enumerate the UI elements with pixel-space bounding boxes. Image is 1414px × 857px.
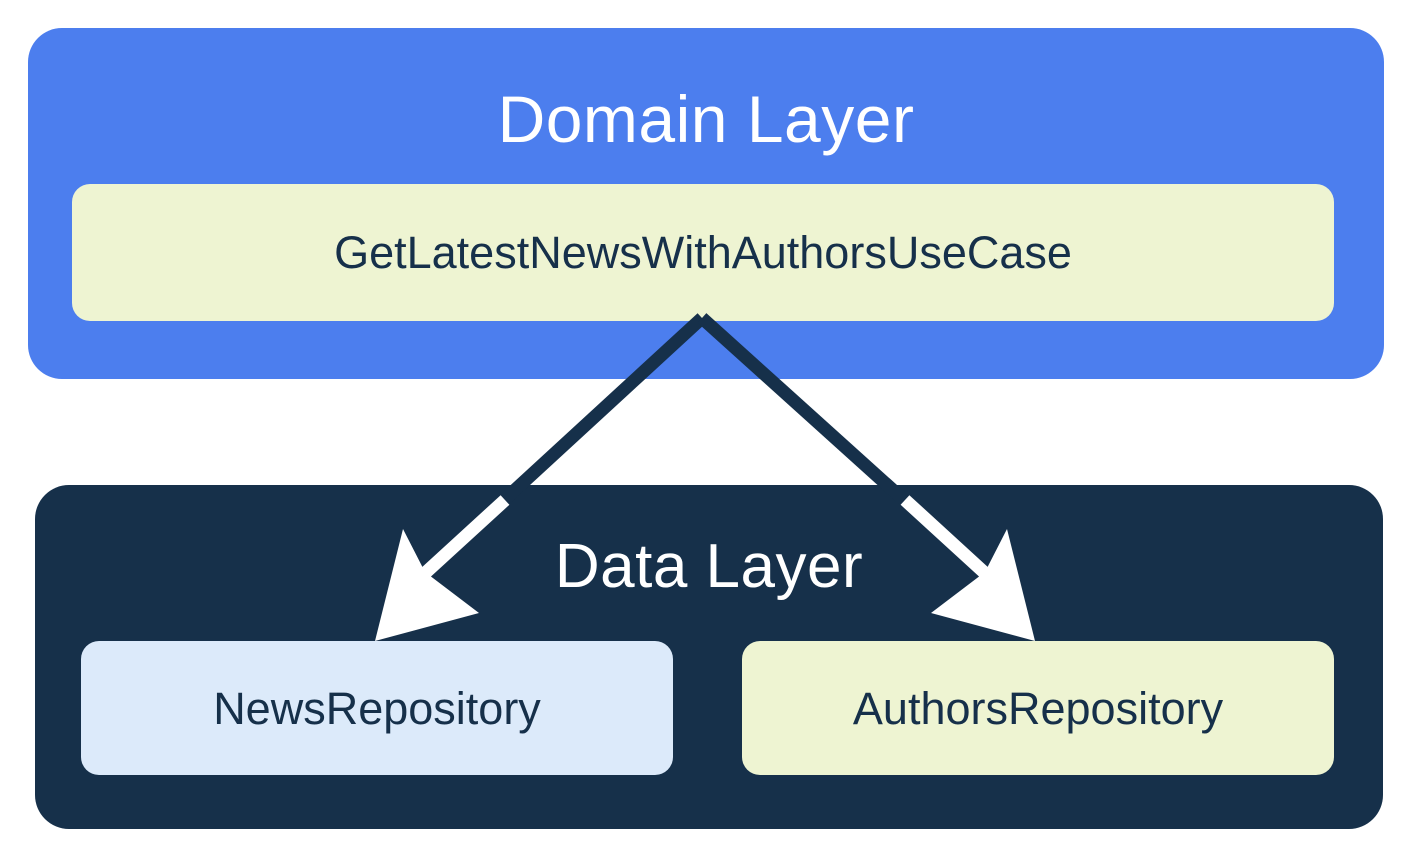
- domain-layer-container: Domain Layer GetLatestNewsWithAuthorsUse…: [28, 28, 1384, 379]
- card-label: NewsRepository: [213, 682, 541, 734]
- card-authors-repository[interactable]: AuthorsRepository: [742, 641, 1334, 775]
- card-news-repository[interactable]: NewsRepository: [81, 641, 673, 775]
- data-layer-container: Data Layer NewsRepository AuthorsReposit…: [35, 485, 1383, 829]
- data-layer-title: Data Layer: [554, 532, 864, 601]
- domain-layer-title: Domain Layer: [497, 82, 915, 156]
- card-get-latest-news-with-authors-usecase[interactable]: GetLatestNewsWithAuthorsUseCase: [72, 184, 1334, 321]
- card-label: GetLatestNewsWithAuthorsUseCase: [334, 227, 1072, 278]
- card-label: AuthorsRepository: [852, 682, 1224, 734]
